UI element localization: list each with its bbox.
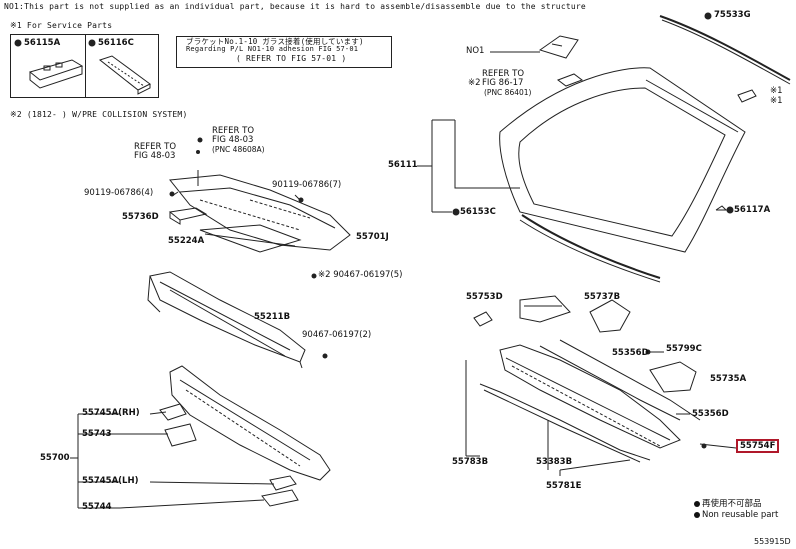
- part-75533g[interactable]: 75533G: [714, 10, 751, 20]
- service-part-56115a-sketch: [28, 59, 84, 89]
- part-55743[interactable]: 55743: [82, 429, 112, 439]
- legend-dot-icon: [694, 500, 700, 507]
- part-53383b[interactable]: 53383B: [536, 457, 573, 467]
- cowl-panel-assembly-sketch: [159, 365, 331, 507]
- refer-86-17-prefix: ※2: [468, 78, 481, 88]
- refer-box-line1: Regarding P/L NO1-10 adhesion FIG 57-01: [186, 45, 359, 53]
- service-part-box-2: [85, 34, 159, 98]
- part-55356d-lower[interactable]: 55356D: [692, 409, 729, 419]
- legend-jp: 再使用不可部品: [694, 497, 762, 509]
- refer-48-03-a-line2[interactable]: FIG 48-03: [212, 135, 254, 145]
- refer-box-jp: ブラケットNo.1-10 ガラス接着(使用しています): [186, 37, 364, 46]
- legend-en: Non reusable part: [694, 510, 778, 520]
- part-55783b[interactable]: 55783B: [452, 457, 489, 467]
- part-55700[interactable]: 55700: [40, 453, 70, 463]
- wiper-cowl-sketch: [473, 295, 701, 463]
- part-55736d[interactable]: 55736D: [122, 212, 159, 222]
- part-90467-06197-2[interactable]: 90467-06197(2): [302, 330, 372, 340]
- legend-en-text: Non reusable part: [702, 510, 779, 520]
- part-56115a[interactable]: 56115A: [24, 38, 61, 48]
- service-part-56116c-sketch: [98, 55, 151, 95]
- part-55754f-highlighted[interactable]: 55754F: [736, 439, 780, 453]
- refer-86-17-line1[interactable]: REFER TO: [482, 69, 525, 79]
- part-55799c[interactable]: 55799C: [666, 344, 702, 354]
- part-55211b[interactable]: 55211B: [254, 312, 291, 322]
- part-90119-06786-7[interactable]: 90119-06786(7): [272, 180, 342, 190]
- refer-86-17-line2[interactable]: FIG 86-17: [482, 78, 524, 88]
- refer-48-03-pnc: (PNC 48608A): [212, 145, 265, 154]
- part-56111[interactable]: 56111: [388, 160, 418, 170]
- part-56153c[interactable]: 56153C: [460, 207, 496, 217]
- part-55745a-rh[interactable]: 55745A(RH): [82, 408, 140, 418]
- refer-box-line2[interactable]: ( REFER TO FIG 57-01 ): [236, 54, 347, 63]
- part-55224a[interactable]: 55224A: [168, 236, 205, 246]
- refer-86-17-pnc: (PNC 86401): [484, 88, 532, 97]
- part-90467-06197-5[interactable]: ※2 90467-06197(5): [318, 270, 403, 280]
- part-55745a-lh[interactable]: 55745A(LH): [82, 476, 139, 486]
- part-55356d-upper[interactable]: 55356D: [612, 348, 649, 358]
- dash-panel-sketch: [147, 271, 306, 369]
- part-90119-06786-4[interactable]: 90119-06786(4): [84, 188, 154, 198]
- cowl-louver-sketch: [169, 174, 351, 253]
- refer-48-03-b-line2[interactable]: FIG 48-03: [134, 151, 176, 161]
- part-55735a[interactable]: 55735A: [710, 374, 747, 384]
- service-mark-1a: ※1: [770, 86, 783, 96]
- part-56117a[interactable]: 56117A: [734, 205, 771, 215]
- service-parts-note: ※1 For Service Parts: [10, 21, 113, 30]
- refer-box: [176, 36, 392, 68]
- top-note: NO1:This part is not supplied as an indi…: [4, 2, 586, 11]
- label-no1: NO1: [466, 46, 485, 56]
- refer-48-03-a-line1[interactable]: REFER TO: [212, 126, 255, 136]
- refer-48-03-b-line1[interactable]: REFER TO: [134, 142, 177, 152]
- legend-jp-text: 再使用不可部品: [702, 499, 762, 509]
- part-55781e[interactable]: 55781E: [546, 481, 582, 491]
- windshield-glass-sketch: [499, 67, 746, 253]
- figure-id: 553915D: [754, 537, 791, 546]
- collision-note: ※2 (1812- ) W/PRE COLLISION SYSTEM): [10, 110, 188, 119]
- legend-dot-icon: [694, 511, 700, 518]
- part-56116c[interactable]: 56116C: [98, 38, 134, 48]
- part-55701j[interactable]: 55701J: [356, 232, 389, 242]
- part-55737b[interactable]: 55737B: [584, 292, 621, 302]
- service-mark-1b: ※1: [770, 96, 783, 106]
- part-55753d[interactable]: 55753D: [466, 292, 503, 302]
- part-55744[interactable]: 55744: [82, 502, 112, 512]
